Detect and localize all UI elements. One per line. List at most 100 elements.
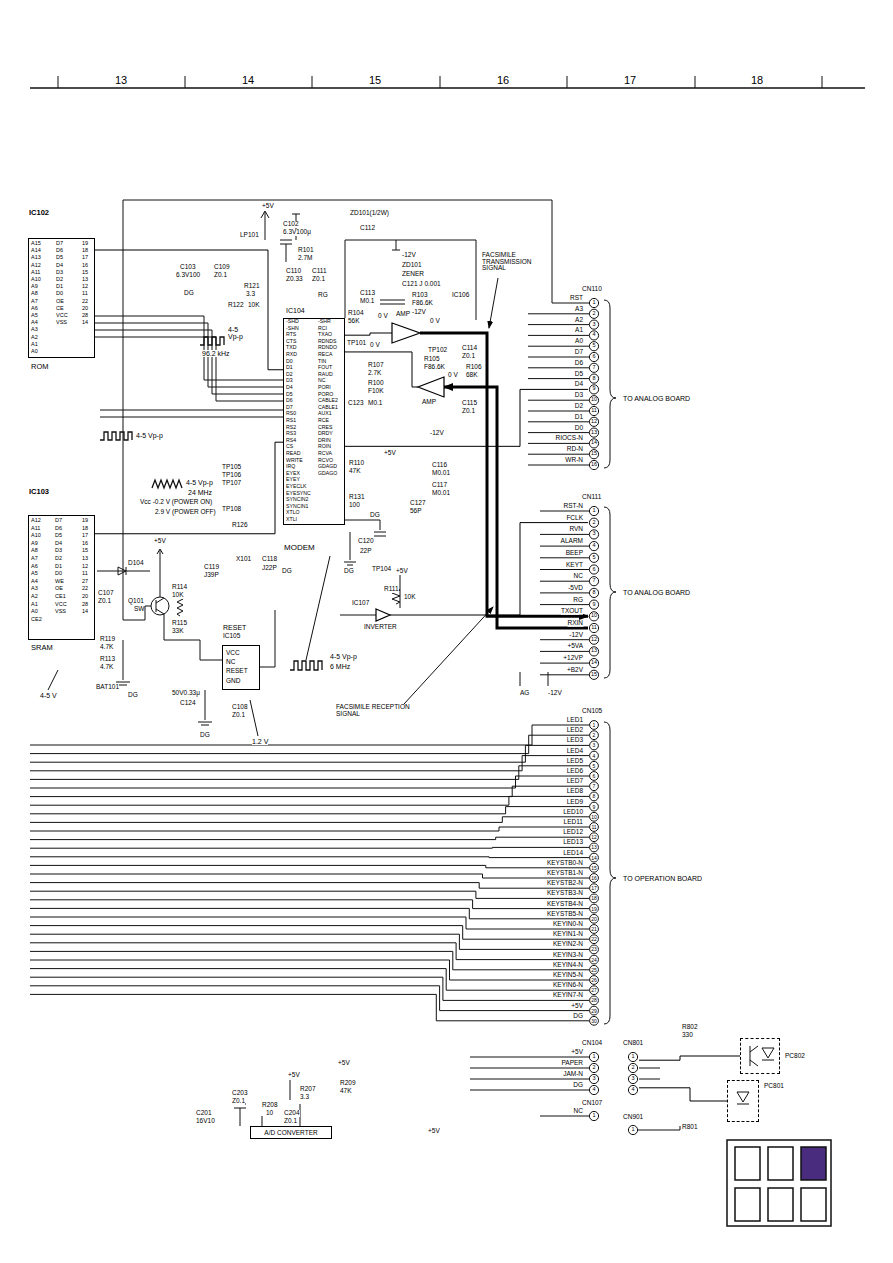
schematic-label: A15 xyxy=(31,241,41,247)
schematic-label: R207 xyxy=(300,1086,316,1093)
schematic-label: VCC xyxy=(55,602,67,608)
pin-circle xyxy=(589,542,598,551)
schematic-label: ZD101(1/2W) xyxy=(350,210,389,217)
schematic-label: R121 xyxy=(244,283,260,290)
schematic-label: VSS xyxy=(55,609,66,615)
schematic-label: RCI xyxy=(318,326,327,331)
node-label: PC802 xyxy=(785,1053,805,1060)
schematic-label: 4-5 Vp-p xyxy=(330,653,357,660)
schematic-label: A8 xyxy=(31,549,38,555)
schematic-label: KEYT xyxy=(566,561,583,568)
schematic-label: 47K xyxy=(349,468,361,475)
pin-wire xyxy=(540,557,589,558)
pin-circle xyxy=(590,721,599,730)
schematic-label: RS2 xyxy=(286,425,296,430)
schematic-label: RIOCS-N xyxy=(556,435,583,442)
schematic-label: 22 xyxy=(82,587,88,593)
schematic-label: A0 xyxy=(31,609,38,615)
schematic-label: LED4 xyxy=(567,747,583,754)
schematic-label: EYEY xyxy=(286,478,300,483)
inverter-gate: IC107INVERTER xyxy=(376,609,390,621)
schematic-label: 16 xyxy=(82,541,88,547)
schematic-label: CABLE2 xyxy=(318,399,338,404)
schematic-label: R114 xyxy=(172,584,187,591)
pin-circle xyxy=(590,761,599,770)
photocoupler: PC801 xyxy=(727,1080,759,1122)
pin-circle xyxy=(628,1085,637,1094)
schematic-label: CE2 xyxy=(31,617,42,623)
schematic-label: JAM-N xyxy=(563,1071,583,1078)
pin-circle xyxy=(590,1016,599,1025)
pin-wire xyxy=(540,674,589,675)
schematic-label: 7 xyxy=(593,784,596,789)
schematic-label: R131 xyxy=(349,494,365,501)
page-navigator xyxy=(727,1140,831,1226)
schematic-label: 8 xyxy=(593,794,596,799)
schematic-label: RTS xyxy=(286,333,296,338)
schematic-label: 12 xyxy=(591,637,597,643)
node-label: CN107 xyxy=(582,1100,602,1107)
schematic-label: FACSIMILE RECEPTION SIGNAL xyxy=(336,704,432,717)
pin-wire xyxy=(540,1116,589,1117)
schematic-label: Z0.1 xyxy=(98,598,111,605)
pin-wire xyxy=(528,367,589,368)
schematic-label: 15 xyxy=(369,75,381,86)
pin-wire xyxy=(30,725,590,745)
schematic-label: DG xyxy=(128,692,138,699)
schematic-label: D5 xyxy=(575,370,583,377)
pin-circle xyxy=(628,1125,637,1134)
pin-circle xyxy=(589,363,598,372)
schematic-label: XTLO xyxy=(286,511,300,516)
pin-wire xyxy=(470,1068,589,1069)
pin-circle xyxy=(589,320,598,329)
schematic-label: LED11 xyxy=(564,819,583,826)
schematic-label: VSS xyxy=(56,320,67,326)
pin-wire xyxy=(528,454,589,455)
schematic-label: C118 xyxy=(262,556,277,563)
schematic-label: D0 xyxy=(286,359,293,364)
schematic-label: R122 xyxy=(228,302,244,309)
schematic-label: BAT101 xyxy=(96,684,119,691)
pin-circle xyxy=(589,1063,598,1072)
pin-wire xyxy=(30,883,590,889)
schematic-label: TP102 xyxy=(428,347,447,354)
schematic-label: KEYIN6-N xyxy=(553,982,583,989)
schematic-label: 28 xyxy=(82,313,88,319)
schematic-label: D0 xyxy=(56,292,63,298)
schematic-label: OE xyxy=(56,299,64,305)
pin-circle xyxy=(589,577,598,586)
schematic-label: 4 xyxy=(592,543,595,549)
pin-wire xyxy=(528,411,589,412)
schematic-label: RDNDO xyxy=(318,346,337,351)
schematic-label: 19 xyxy=(82,241,88,247)
schematic-label: 2.7K xyxy=(368,370,381,377)
pin-wires xyxy=(30,314,680,1130)
pin-circle xyxy=(589,1074,598,1083)
schematic-label: KEYIN1-N xyxy=(553,931,583,938)
schematic-label: LED10 xyxy=(563,809,583,816)
schematic-label: A0 xyxy=(575,338,583,345)
schematic-label: RECA xyxy=(318,352,332,357)
schematic-label: -12V xyxy=(548,690,562,697)
schematic-label: D3 xyxy=(55,549,62,555)
schematic-label: RXIN xyxy=(567,620,583,627)
schematic-label: 33K xyxy=(172,628,184,635)
schematic-label: D4 xyxy=(575,381,583,388)
schematic-label: CE xyxy=(56,306,64,312)
node-label: CN105 xyxy=(582,708,602,715)
pin-circle xyxy=(589,342,598,351)
pin-wire xyxy=(470,1079,589,1080)
pin-wire xyxy=(528,378,589,379)
schematic-label: READ xyxy=(286,451,300,456)
pin-circle xyxy=(589,600,598,609)
schematic-label: RST-N xyxy=(564,503,584,510)
pin-circle xyxy=(590,812,599,821)
node-label: SRAM xyxy=(31,644,53,652)
schematic-label: 3 xyxy=(593,743,596,748)
pin-circle xyxy=(589,647,598,656)
pin-wire xyxy=(540,663,589,664)
schematic-label: LED3 xyxy=(567,737,583,744)
schematic-label: KEYSTB3-N xyxy=(547,890,583,897)
schematic-label: SW xyxy=(134,606,144,613)
schematic-label: 12 xyxy=(82,284,88,290)
